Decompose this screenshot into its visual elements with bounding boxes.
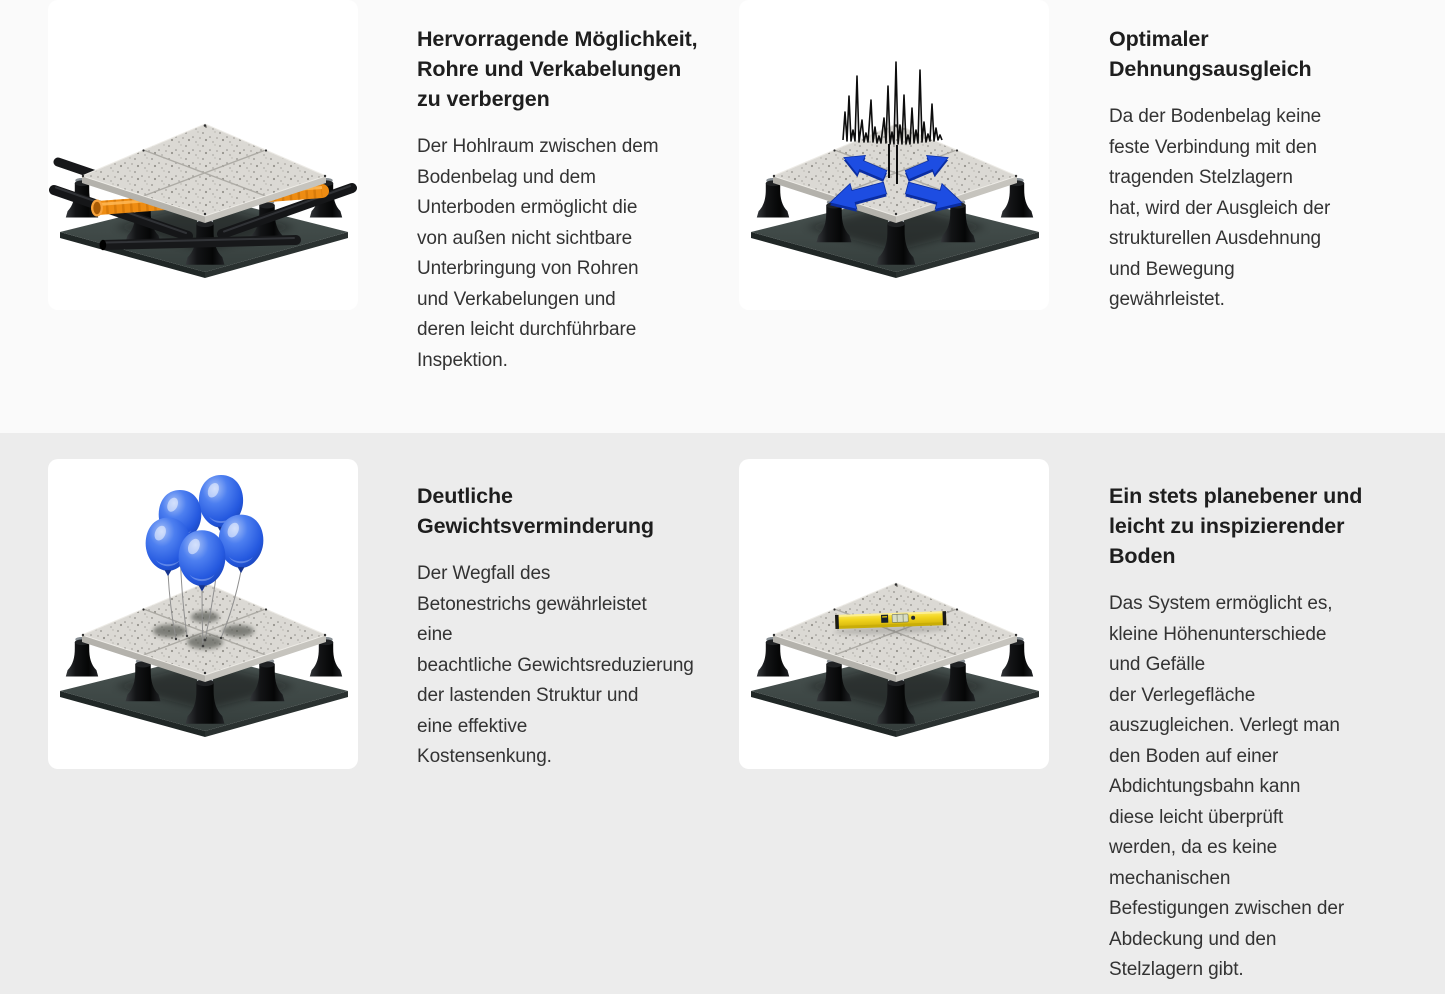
feature-body: Da der Bodenbelag keine feste Verbindung…: [1109, 106, 1331, 310]
feature-body: Das System ermöglicht es, kleine Höhenun…: [1109, 593, 1345, 980]
spirit-level-illustration: [739, 582, 1049, 769]
feature-title: Deutliche Gewichtsverminderung: [417, 484, 654, 538]
string-anchors: [174, 634, 223, 648]
feature-text-weight: Deutliche Gewichtsverminderung Der Wegfa…: [417, 481, 749, 773]
balloons-illustration: [48, 474, 358, 769]
feature-card-expansion: [739, 0, 1049, 310]
feature-card-hidden-pipes: [48, 0, 358, 310]
balloons: [145, 474, 264, 592]
feature-text-expansion: Optimaler Dehnungsausgleich Da der Boden…: [1109, 24, 1441, 316]
balloon-shadows: [153, 611, 254, 649]
feature-body: Der Hohlraum zwischen dem Bodenbelag und…: [417, 136, 659, 371]
hidden-pipes-illustration: [49, 123, 357, 310]
vibration-trace: [842, 61, 943, 184]
feature-body: Der Wegfall des Betonestrichs gewährleis…: [417, 563, 694, 767]
feature-title: Ein stets planebener und leicht zu inspi…: [1109, 484, 1363, 568]
expansion-arrows-illustration: [739, 61, 1049, 310]
feature-card-weight: [48, 459, 358, 769]
feature-title: Optimaler Dehnungsausgleich: [1109, 27, 1312, 81]
feature-card-level-floor: [739, 459, 1049, 769]
feature-text-level-floor: Ein stets planebener und leicht zu inspi…: [1109, 481, 1441, 986]
feature-text-hidden-pipes: Hervorragende Möglichkeit, Rohre und Ver…: [417, 24, 749, 376]
spirit-level: [833, 611, 950, 635]
feature-title: Hervorragende Möglichkeit, Rohre und Ver…: [417, 27, 698, 111]
